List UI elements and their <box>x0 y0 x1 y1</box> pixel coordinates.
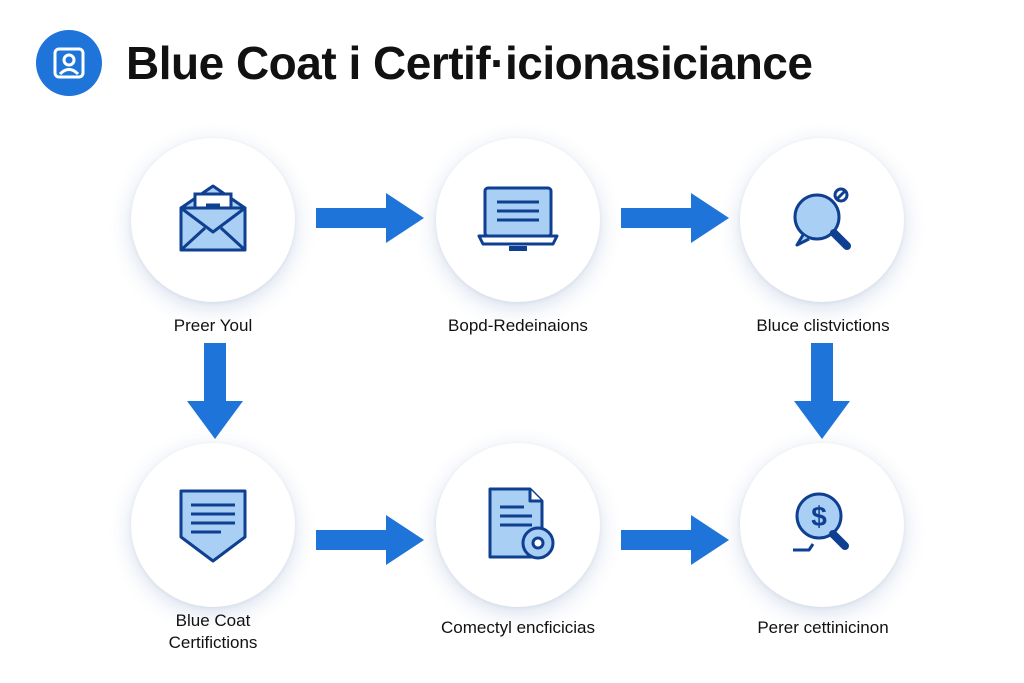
logo-badge <box>36 30 102 96</box>
step-label-5: Comectyl encficicias <box>441 618 595 637</box>
document-shield-icon <box>179 489 247 563</box>
dollar-search-icon: $ <box>793 492 849 552</box>
step-label-1: Preer Youl <box>173 316 253 335</box>
arrow-1-to-2 <box>316 193 424 243</box>
step-node-5 <box>436 443 600 607</box>
step-node-2 <box>436 138 600 302</box>
arrow-1-to-4 <box>187 343 243 439</box>
svg-text:$: $ <box>811 501 827 532</box>
envelope-icon <box>179 184 247 252</box>
arrow-5-to-6 <box>621 515 729 565</box>
document-badge-icon <box>488 487 555 560</box>
step-label-3: Bluce clistvictions <box>756 316 890 335</box>
monitor-icon <box>477 186 559 251</box>
step-node-3 <box>740 138 904 302</box>
step-label-4-line1: Blue Coat <box>175 611 251 630</box>
step-node-1 <box>131 138 295 302</box>
arrow-3-to-6 <box>794 343 850 439</box>
step-label-2: Bopd-Redeinaions <box>448 316 588 335</box>
arrow-2-to-3 <box>621 193 729 243</box>
magnifier-icon <box>793 187 851 250</box>
user-badge-icon <box>53 47 85 79</box>
step-label-6: Perer cettinicinon <box>757 618 889 637</box>
step-label-4: Blue Coat Certifictions <box>93 610 333 654</box>
arrow-4-to-5 <box>316 515 424 565</box>
step-node-6: $ <box>740 443 904 607</box>
step-label-4-line2: Certifictions <box>168 633 258 652</box>
step-node-4 <box>131 443 295 607</box>
page-title: Blue Coat i Certif·icionasiciance <box>126 37 813 89</box>
